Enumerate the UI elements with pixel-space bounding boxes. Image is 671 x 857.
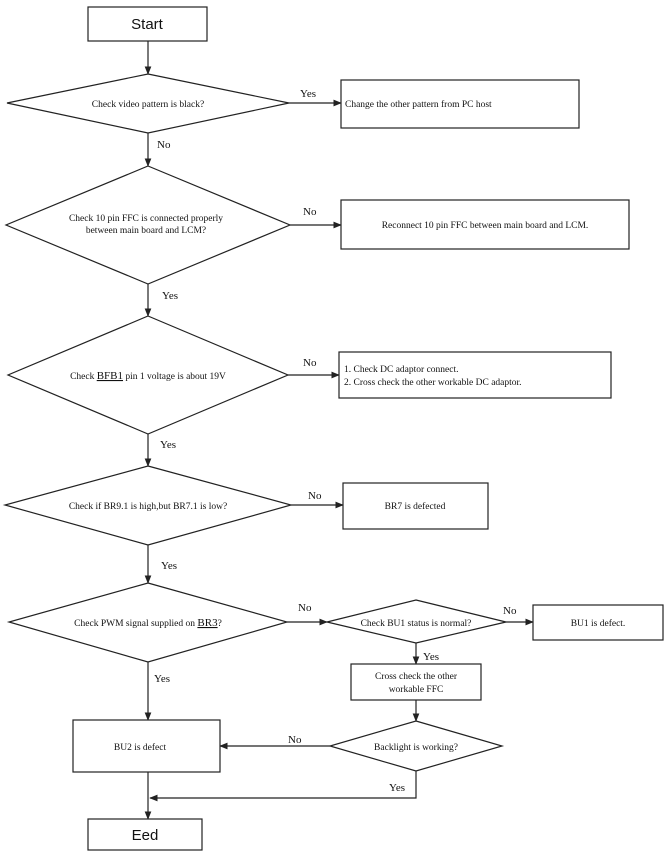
action-dc-adaptor-line1: 1. Check DC adaptor connect.	[344, 365, 459, 375]
label-bu1-yes: Yes	[423, 651, 439, 663]
label-br9-yes: Yes	[161, 560, 177, 572]
end-label: Eed	[132, 827, 159, 844]
action-change-pattern	[340, 79, 580, 129]
decision-bfb1-label-part1: Check	[70, 372, 97, 382]
action-br7-defected-label: BR7 is defected	[385, 501, 446, 512]
label-bfb-no: No	[303, 357, 317, 369]
decision-ffc-label-line1: Check 10 pin FFC is connected properly	[69, 214, 223, 224]
action-bu2-defect-label: BU2 is defect	[114, 742, 167, 753]
action-cross-check-ffc-line1: Cross check the other	[375, 672, 458, 682]
decision-br9-br7	[2, 465, 294, 546]
decision-bu1-status	[326, 599, 507, 644]
start-label: Start	[131, 16, 164, 33]
decision-pwm-label: Check PWM signal supplied on BR3?	[74, 617, 222, 629]
label-bu1-no: No	[503, 605, 517, 617]
decision-pwm-label-part1: Check PWM signal supplied on	[74, 619, 197, 629]
label-backlight-yes: Yes	[389, 782, 405, 794]
decision-bfb1-label-part3: pin 1 voltage is about 19V	[123, 372, 226, 382]
decision-bu1-label: Check BU1 status is normal?	[361, 619, 472, 629]
action-reconnect-ffc-label: Reconnect 10 pin FFC between main board …	[382, 221, 589, 231]
label-backlight-no: No	[288, 734, 302, 746]
label-ffc-no: No	[303, 206, 317, 218]
decision-video-pattern-label: Check video pattern is black?	[92, 100, 204, 110]
decision-backlight	[327, 720, 505, 772]
label-video-yes: Yes	[300, 88, 316, 100]
action-dc-adaptor	[338, 351, 612, 399]
action-cross-check-ffc	[350, 663, 482, 701]
label-pwm-yes: Yes	[154, 673, 170, 685]
decision-video-pattern	[6, 73, 290, 134]
decision-ffc-connected	[4, 165, 292, 285]
label-ffc-yes: Yes	[162, 290, 178, 302]
decision-pwm-label-part3: ?	[218, 619, 222, 629]
action-br7-defected	[342, 482, 489, 530]
action-change-pattern-label: Change the other pattern from PC host	[345, 99, 492, 110]
decision-br9-br7-label: Check if BR9.1 is high,but BR7.1 is low?	[69, 501, 227, 512]
end-node	[87, 818, 203, 851]
label-pwm-no: No	[298, 602, 312, 614]
action-bu1-defect-label: BU1 is defect.	[571, 618, 626, 629]
start-node	[87, 6, 208, 42]
label-bfb-yes: Yes	[160, 439, 176, 451]
action-bu2-defect	[72, 719, 221, 773]
decision-bfb1-label-part2: BFB1	[97, 370, 123, 382]
decision-backlight-label: Backlight is working?	[374, 743, 458, 753]
label-video-no: No	[157, 139, 171, 151]
decision-bfb1-voltage	[6, 315, 290, 435]
decision-pwm-label-part2: BR3	[197, 617, 218, 629]
action-reconnect-ffc	[340, 199, 630, 250]
label-br9-no: No	[308, 490, 322, 502]
decision-ffc-label-line2: between main board and LCM?	[86, 226, 206, 236]
action-bu1-defect	[532, 604, 664, 641]
edge-backlight-yes	[149, 771, 417, 802]
action-dc-adaptor-line2: 2. Cross check the other workable DC ada…	[344, 378, 522, 388]
decision-bfb1-label: Check BFB1 pin 1 voltage is about 19V	[70, 370, 226, 382]
action-cross-check-ffc-line2: workable FFC	[389, 685, 444, 695]
decision-pwm-signal	[6, 582, 290, 663]
